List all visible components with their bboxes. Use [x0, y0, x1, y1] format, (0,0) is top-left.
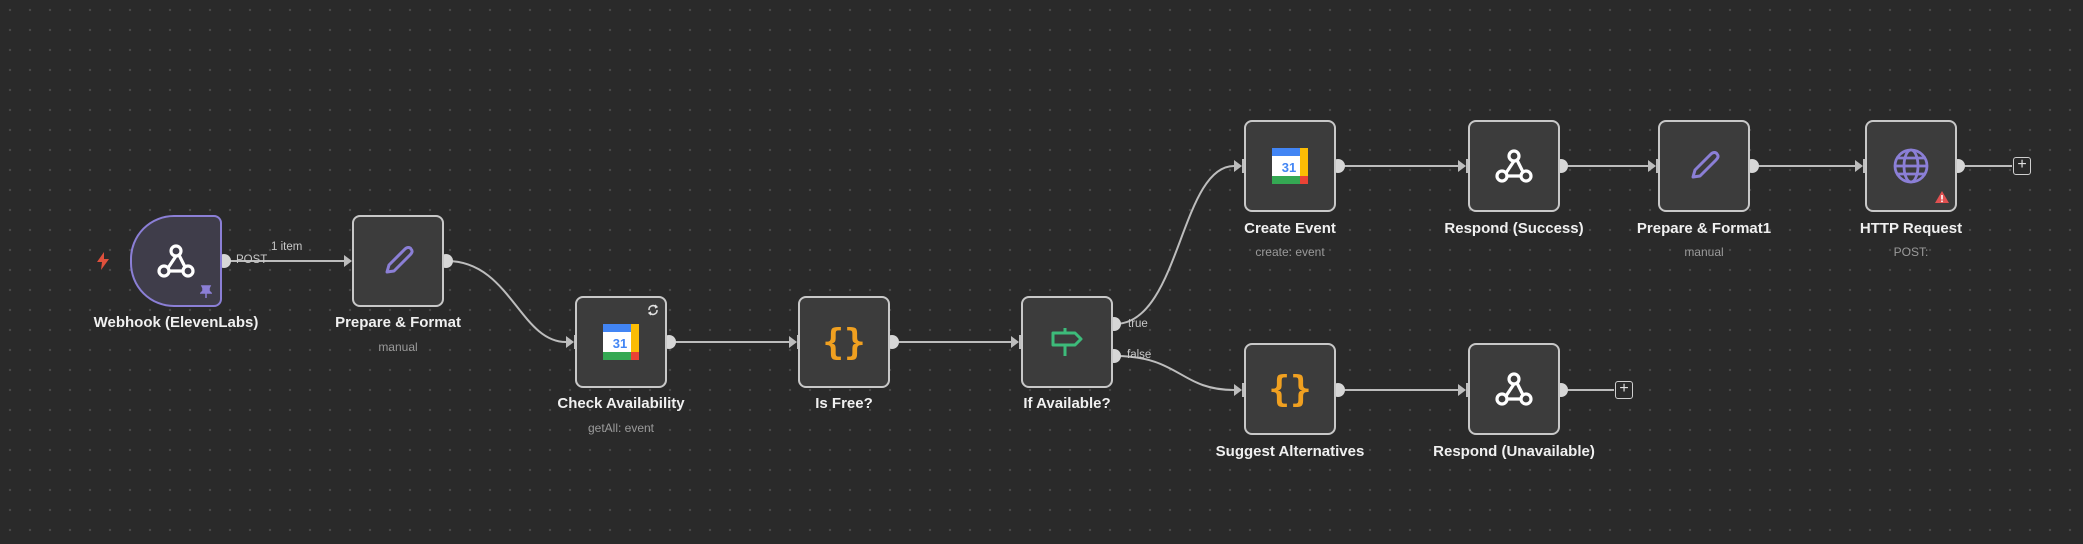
webhook-icon	[157, 244, 195, 278]
input-handle-prepare1	[1648, 160, 1656, 172]
connection-if-create	[1114, 165, 1235, 325]
warning-icon[interactable]	[1934, 190, 1950, 204]
input-bar-unavail	[1466, 383, 1468, 397]
node-title-create: Create Event	[1244, 220, 1336, 237]
edge-false-label: false	[1127, 349, 1152, 361]
node-title-isfree: Is Free?	[815, 395, 873, 412]
code-braces-icon: {}	[1268, 368, 1312, 410]
node-prepare-format[interactable]	[352, 215, 444, 307]
add-node-after-unavailable-button[interactable]: +	[1615, 381, 1633, 399]
connection-prepare-check	[446, 260, 567, 343]
node-title-unavail: Respond (Unavailable)	[1433, 443, 1595, 460]
node-sub-http: POST:	[1893, 245, 1929, 259]
node-title-webhook: Webhook (ElevenLabs)	[93, 314, 259, 331]
edge-true-label: true	[1128, 318, 1148, 330]
node-check-availability[interactable]: 31	[575, 296, 667, 388]
pencil-icon	[385, 246, 414, 274]
node-if-available[interactable]	[1021, 296, 1113, 388]
node-title-success: Respond (Success)	[1444, 220, 1584, 237]
calendar-day-text: 31	[613, 336, 627, 351]
code-braces-icon: {}	[822, 321, 866, 363]
node-sub-check: getAll: event	[587, 421, 655, 435]
node-is-free[interactable]: {}	[798, 296, 890, 388]
input-bar-create	[1242, 159, 1244, 173]
pin-icon[interactable]	[200, 285, 212, 299]
refresh-icon[interactable]	[647, 304, 659, 316]
google-calendar-icon: 31	[601, 322, 641, 362]
webhook-icon	[1495, 372, 1533, 406]
input-bar-if	[1019, 335, 1021, 349]
node-title-suggest: Suggest Alternatives	[1215, 443, 1365, 460]
globe-icon	[1893, 148, 1929, 184]
input-handle-isfree	[789, 336, 797, 348]
input-handle-create	[1234, 160, 1242, 172]
node-title-check: Check Availability	[557, 395, 685, 412]
node-sub-create: create: event	[1255, 245, 1325, 259]
input-bar-success	[1466, 159, 1468, 173]
input-handle-http	[1855, 160, 1863, 172]
edge-post-label: POST	[236, 254, 268, 266]
trigger-bolt-icon	[96, 252, 110, 275]
input-handle-unavail	[1458, 384, 1466, 396]
input-bar-prepare1	[1656, 159, 1658, 173]
node-create-event[interactable]: 31	[1244, 120, 1336, 212]
input-bar-http	[1863, 159, 1865, 173]
node-title-http: HTTP Request	[1859, 220, 1963, 237]
node-suggest-alternatives[interactable]: {}	[1244, 343, 1336, 435]
input-handle-suggest	[1234, 384, 1242, 396]
node-webhook-elevenlabs[interactable]	[130, 215, 222, 307]
node-title-prepare: Prepare & Format	[335, 314, 461, 331]
input-handle-check	[566, 336, 574, 348]
calendar-day-text: 31	[1282, 160, 1296, 175]
input-handle-success	[1458, 160, 1466, 172]
node-title-prepare1: Prepare & Format1	[1636, 220, 1772, 237]
connection-if-suggest	[1114, 355, 1235, 391]
node-title-ifavail: If Available?	[1023, 395, 1111, 412]
google-calendar-icon: 31	[1270, 146, 1310, 186]
node-sub-prepare1: manual	[1684, 245, 1724, 259]
input-handle-prepare	[344, 255, 352, 267]
node-respond-unavailable[interactable]	[1468, 343, 1560, 435]
input-handle-if	[1011, 336, 1019, 348]
pencil-icon	[1691, 151, 1720, 179]
add-node-after-http-button[interactable]: +	[2013, 157, 2031, 175]
node-respond-success[interactable]	[1468, 120, 1560, 212]
signpost-icon	[1051, 328, 1083, 356]
node-http-request[interactable]	[1865, 120, 1957, 212]
edge-items-label: 1 item	[271, 241, 303, 253]
webhook-icon	[1495, 149, 1533, 183]
node-sub-prepare: manual	[378, 340, 418, 354]
input-bar-suggest	[1242, 383, 1244, 397]
node-prepare-format1[interactable]	[1658, 120, 1750, 212]
